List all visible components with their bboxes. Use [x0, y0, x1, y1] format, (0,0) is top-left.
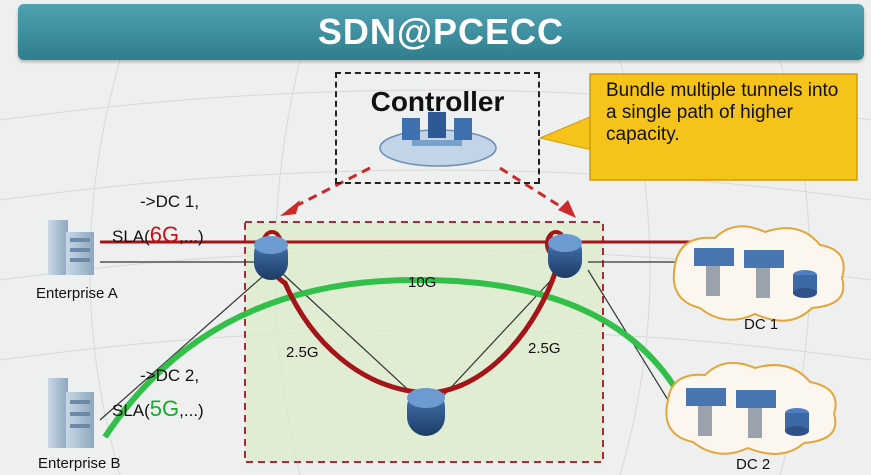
database-icon	[793, 270, 817, 298]
router-icon	[548, 234, 582, 278]
page-title: SDN@PCECC	[317, 11, 565, 52]
callout-pointer	[538, 115, 593, 151]
building-icon	[48, 378, 94, 448]
request-dc2: ->DC 2,	[140, 366, 200, 385]
sla-dc2: SLA(5G,...)	[112, 396, 204, 421]
database-icon	[785, 408, 809, 436]
building-icon	[48, 220, 94, 275]
callout-box	[589, 73, 858, 181]
dc1-label: DC 1	[744, 316, 779, 333]
controller-icon	[379, 112, 497, 167]
server-icon	[686, 388, 776, 438]
link-label-left: 2.5G	[286, 344, 319, 361]
green-path	[102, 276, 688, 439]
enterprise-a-label: Enterprise A	[36, 285, 118, 302]
sla-value-5g: 5G	[149, 396, 180, 421]
callout-text: Bundle multiple tunnels into a single pa…	[606, 80, 839, 145]
link-label-right: 2.5G	[528, 340, 561, 357]
request-dc1: ->DC 1,	[140, 192, 200, 211]
router-icon	[407, 388, 445, 436]
enterprise-b-label: Enterprise B	[38, 455, 121, 472]
controller-label: Controller	[370, 86, 505, 117]
title-bar: SDN@PCECC	[18, 4, 864, 60]
link-label-10g: 10G	[408, 274, 437, 291]
controller-box: Controller	[335, 72, 540, 184]
dc2-label: DC 2	[736, 456, 771, 473]
router-icon	[254, 236, 288, 280]
sla-value-6g: 6G	[149, 222, 180, 247]
sla-dc1: SLA(6G,...)	[112, 222, 204, 247]
server-icon	[694, 248, 784, 298]
